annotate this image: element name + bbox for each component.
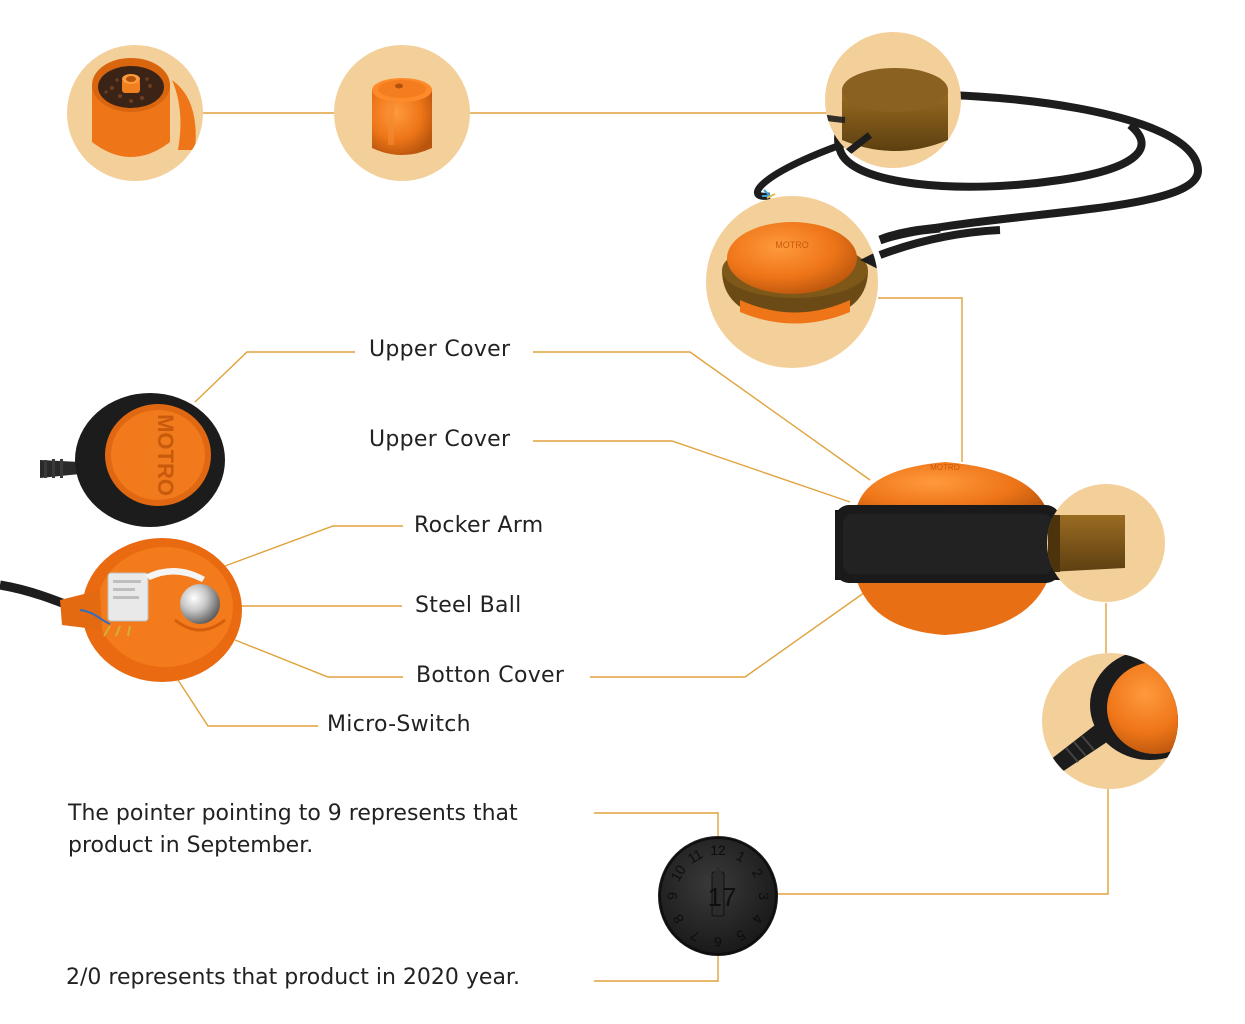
date-dial-center-digits: 17 <box>708 882 737 912</box>
callout-cable-plug <box>1042 653 1178 789</box>
dial-month-10: 10 <box>667 862 689 884</box>
label-rocker-arm: Rocker Arm <box>414 513 544 538</box>
note-month: The pointer pointing to 9 represents tha… <box>68 801 518 858</box>
dial-month-12: 12 <box>710 842 726 858</box>
leader-year-note <box>594 955 719 982</box>
leader-upper-cover-black <box>194 351 355 403</box>
black-upper-cover: MOTRO <box>40 393 225 527</box>
label-botton-cover: Botton Cover <box>416 663 565 688</box>
leader-lines <box>177 112 1109 982</box>
float-top-brand: MOTRO <box>775 240 809 250</box>
callout-bronze-clamp <box>1047 484 1165 602</box>
leader-botton-cover-right <box>590 589 869 678</box>
opened-bottom-cover <box>0 538 242 682</box>
cover-brand-logo: MOTRO <box>153 414 178 496</box>
leader-float-to-body <box>878 297 963 462</box>
callout-cap-inside <box>67 45 203 181</box>
float-body-brand: MOTRO <box>930 463 960 472</box>
leader-plug-to-dial <box>778 789 1109 895</box>
dial-month-6: 6 <box>714 934 722 950</box>
float-body-assembled: MOTRO <box>835 462 1060 635</box>
leader-upper-cover-1 <box>533 351 871 481</box>
label-steel-ball: Steel Ball <box>415 593 522 618</box>
leader-micro-switch <box>177 679 318 727</box>
dial-month-9: 9 <box>664 892 680 900</box>
leader-botton-cover <box>234 639 403 678</box>
leader-rocker-arm <box>224 525 403 567</box>
dial-month-3: 3 <box>756 892 772 900</box>
label-upper-cover-2: Upper Cover <box>369 427 511 452</box>
callout-bronze-weight <box>825 32 961 168</box>
leader-month-note <box>594 812 719 838</box>
dial-month-11: 11 <box>685 846 706 867</box>
leader-upper-cover-2 <box>533 440 851 503</box>
steel-ball-shape <box>180 584 220 624</box>
label-upper-cover-1: Upper Cover <box>369 337 511 362</box>
label-micro-switch: Micro-Switch <box>327 712 471 737</box>
callout-float-top: MOTRO <box>706 196 1001 368</box>
callout-orange-cap <box>334 45 470 181</box>
note-year: 2/0 represents that product in 2020 year… <box>66 965 520 990</box>
